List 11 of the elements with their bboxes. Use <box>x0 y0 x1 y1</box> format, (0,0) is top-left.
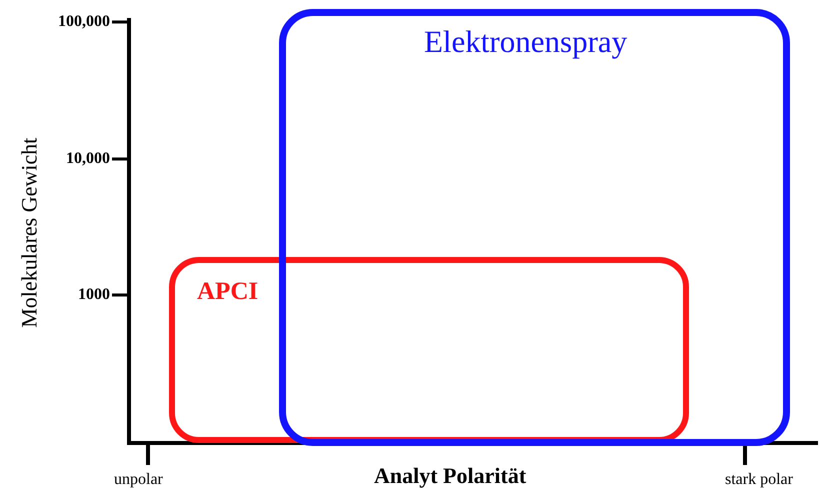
axis-title: Molekulares Gewicht <box>15 136 42 330</box>
tick-label: 1000 <box>78 285 110 305</box>
tick-label: unpolar <box>114 470 163 490</box>
region-label: APCI <box>197 279 258 304</box>
tick-label: stark polar <box>725 470 793 490</box>
tick-label: 100,000 <box>58 12 110 32</box>
region-label: Elektronenspray <box>424 26 628 57</box>
rounded-region <box>279 9 790 446</box>
axis-title: Analyt Polarität <box>374 462 526 490</box>
rounded-region <box>169 257 689 443</box>
tick-label: 10,000 <box>66 149 110 169</box>
